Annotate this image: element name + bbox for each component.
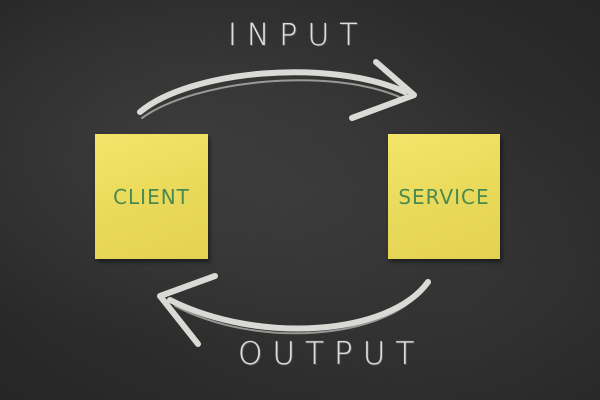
client-note: CLIENT (95, 134, 208, 259)
service-note: SERVICE (388, 134, 500, 259)
output-arrowhead (157, 273, 218, 347)
input-label: INPUT (228, 18, 368, 53)
input-arrowhead (349, 59, 417, 121)
service-label: SERVICE (398, 184, 490, 209)
output-label: OUTPUT (238, 336, 425, 372)
client-label: CLIENT (113, 184, 190, 209)
output-arrow-shaft (167, 279, 431, 332)
input-arrow-shaft (137, 69, 408, 115)
